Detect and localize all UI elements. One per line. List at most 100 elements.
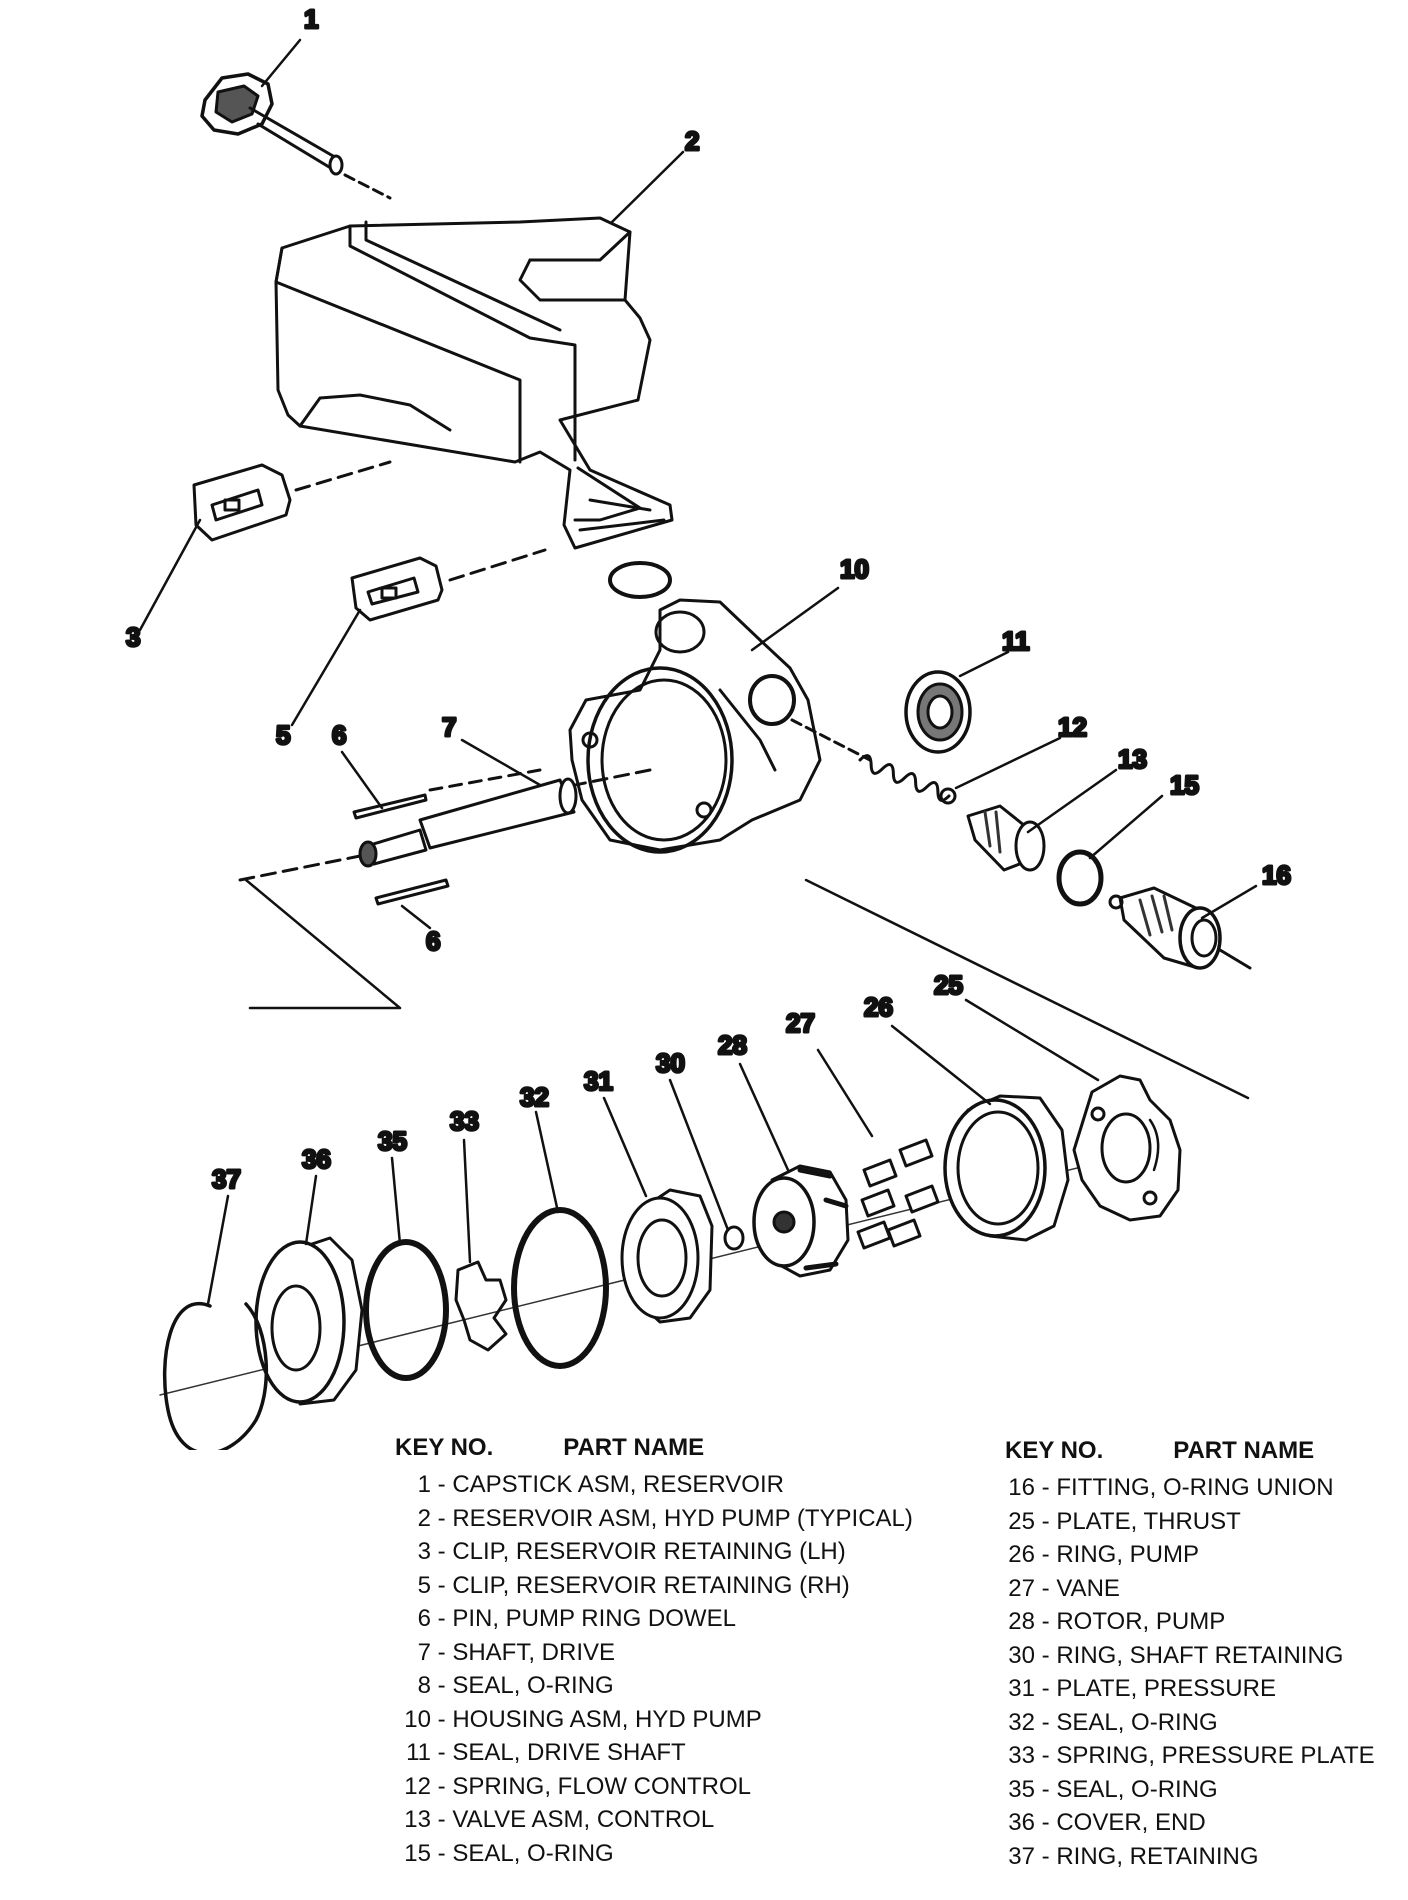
callout-2: 2 xyxy=(685,126,699,156)
callout-32: 32 xyxy=(520,1082,549,1112)
callout-35: 35 xyxy=(378,1126,407,1156)
legend-separator: - xyxy=(1035,1708,1057,1736)
drive-shaft-part xyxy=(238,777,578,882)
pump-ring-part xyxy=(943,1094,1070,1242)
clip-lh-part xyxy=(192,460,392,542)
legend-part-name: RESERVOIR ASM, HYD PUMP (TYPICAL) xyxy=(452,1504,913,1532)
dowel-pin-lower xyxy=(374,878,450,906)
callout-33: 33 xyxy=(450,1106,479,1136)
legend-separator: - xyxy=(1035,1742,1057,1769)
legend-key-no: 35 xyxy=(1008,1775,1035,1803)
legend-part-name: RING, SHAFT RETAINING xyxy=(1056,1641,1344,1669)
legend-separator: - xyxy=(1035,1574,1057,1602)
legend-row: 35 - SEAL, O-RING xyxy=(1005,1773,1375,1807)
legend-separator: - xyxy=(431,1605,453,1632)
legend-row: 30 - RING, SHAFT RETAINING xyxy=(1005,1639,1375,1673)
legend-separator: - xyxy=(431,1504,453,1532)
legend-key-no: 10 xyxy=(404,1705,431,1733)
callout-36: 36 xyxy=(302,1144,331,1174)
legend-part-name: HOUSING ASM, HYD PUMP xyxy=(452,1705,762,1733)
legend-key-no: 31 xyxy=(1008,1675,1035,1702)
legend-part-name: SHAFT, DRIVE xyxy=(452,1638,616,1666)
legend-row: 16 - FITTING, O-RING UNION xyxy=(1005,1471,1375,1505)
legend-right-header: KEY NO. PART NAME xyxy=(1005,1437,1375,1465)
legend-row: 13 - VALVE ASM, CONTROL xyxy=(395,1803,913,1837)
legend-row: 8 - SEAL, O-RING xyxy=(395,1669,913,1703)
legend-row: 12 - SPRING, FLOW CONTROL xyxy=(395,1770,913,1804)
thrust-plate-part xyxy=(1072,1074,1182,1222)
flow-control-spring-part xyxy=(858,754,957,805)
o-ring-32-part xyxy=(511,1207,609,1369)
legend-row: 2 - RESERVOIR ASM, HYD PUMP (TYPICAL) xyxy=(395,1502,913,1536)
legend-row: 25 - PLATE, THRUST xyxy=(1005,1505,1375,1539)
legend-part-name: ROTOR, PUMP xyxy=(1056,1608,1226,1635)
legend-key-no: 28 xyxy=(1008,1608,1035,1635)
legend-row: 32 - SEAL, O-RING xyxy=(1005,1706,1375,1740)
reservoir-part xyxy=(274,216,674,599)
legend-part-name: SEAL, O-RING xyxy=(452,1672,614,1699)
capstick-part xyxy=(200,72,392,200)
callout-1: 1 xyxy=(304,4,318,34)
parts-legend-left: KEY NO. PART NAME 1 - CAPSTICK ASM, RESE… xyxy=(395,1434,913,1870)
legend-key-no: 25 xyxy=(1008,1507,1035,1535)
callout-5: 5 xyxy=(276,720,290,750)
callout-31: 31 xyxy=(584,1066,613,1096)
legend-separator: - xyxy=(1035,1641,1057,1669)
legend-row: 1 - CAPSTICK ASM, RESERVOIR xyxy=(395,1468,913,1502)
legend-key-no: 33 xyxy=(1008,1742,1035,1769)
legend-part-name: SPRING, FLOW CONTROL xyxy=(452,1772,752,1800)
pump-housing-part xyxy=(548,598,872,854)
part-name-header: PART NAME xyxy=(563,1434,705,1461)
legend-key-no: 5 xyxy=(417,1571,431,1599)
leader-lines xyxy=(138,38,1258,1306)
legend-key-no: 1 xyxy=(417,1471,431,1498)
legend-part-name: PLATE, THRUST xyxy=(1056,1507,1241,1535)
callout-3: 3 xyxy=(126,622,140,652)
callout-26: 26 xyxy=(864,992,893,1022)
legend-part-name: SEAL, O-RING xyxy=(1056,1775,1218,1803)
legend-part-name: CLIP, RESERVOIR RETAINING (LH) xyxy=(452,1538,846,1565)
legend-part-name: PLATE, PRESSURE xyxy=(1056,1675,1276,1702)
legend-part-name: CLIP, RESERVOIR RETAINING (RH) xyxy=(452,1571,850,1599)
legend-row: 15 - SEAL, O-RING xyxy=(395,1837,913,1871)
legend-key-no: 3 xyxy=(417,1538,431,1565)
legend-separator: - xyxy=(1035,1775,1057,1803)
end-cover-part xyxy=(254,1236,364,1406)
legend-key-no: 27 xyxy=(1008,1574,1035,1602)
legend-separator: - xyxy=(431,1471,453,1498)
legend-part-name: SEAL, O-RING xyxy=(452,1839,614,1867)
legend-part-name: RING, RETAINING xyxy=(1056,1842,1259,1870)
legend-part-name: SEAL, DRIVE SHAFT xyxy=(452,1739,686,1766)
pressure-plate-part xyxy=(620,1188,714,1324)
legend-key-no: 11 xyxy=(406,1739,431,1766)
legend-separator: - xyxy=(1035,1608,1057,1635)
callout-13: 13 xyxy=(1118,744,1147,774)
legend-key-no: 12 xyxy=(404,1772,431,1800)
legend-separator: - xyxy=(431,1839,453,1867)
parts-legend-right: KEY NO. PART NAME 16 - FITTING, O-RING U… xyxy=(1005,1437,1375,1873)
legend-separator: - xyxy=(1035,1809,1057,1836)
callout-6-upper: 6 xyxy=(332,720,346,750)
group-frame-lines xyxy=(244,878,1250,1100)
legend-separator: - xyxy=(431,1672,453,1699)
shaft-retaining-ring-part xyxy=(723,1225,745,1251)
legend-separator: - xyxy=(1035,1541,1057,1568)
legend-separator: - xyxy=(431,1538,453,1565)
legend-part-name: COVER, END xyxy=(1056,1809,1206,1836)
legend-part-name: SPRING, PRESSURE PLATE xyxy=(1056,1742,1375,1769)
rotor-part xyxy=(752,1164,850,1278)
drive-shaft-seal-part xyxy=(904,670,972,754)
legend-key-no: 30 xyxy=(1008,1641,1035,1669)
legend-row: 33 - SPRING, PRESSURE PLATE xyxy=(1005,1739,1375,1773)
legend-key-no: 36 xyxy=(1008,1809,1035,1836)
legend-row: 6 - PIN, PUMP RING DOWEL xyxy=(395,1602,913,1636)
legend-separator: - xyxy=(1035,1842,1057,1870)
legend-separator: - xyxy=(1035,1474,1057,1501)
legend-row: 3 - CLIP, RESERVOIR RETAINING (LH) xyxy=(395,1535,913,1569)
legend-row: 36 - COVER, END xyxy=(1005,1806,1375,1840)
legend-key-no: 13 xyxy=(404,1806,431,1833)
retaining-ring-37-part xyxy=(162,1302,269,1450)
legend-separator: - xyxy=(431,1638,453,1666)
legend-part-name: VANE xyxy=(1056,1574,1120,1602)
